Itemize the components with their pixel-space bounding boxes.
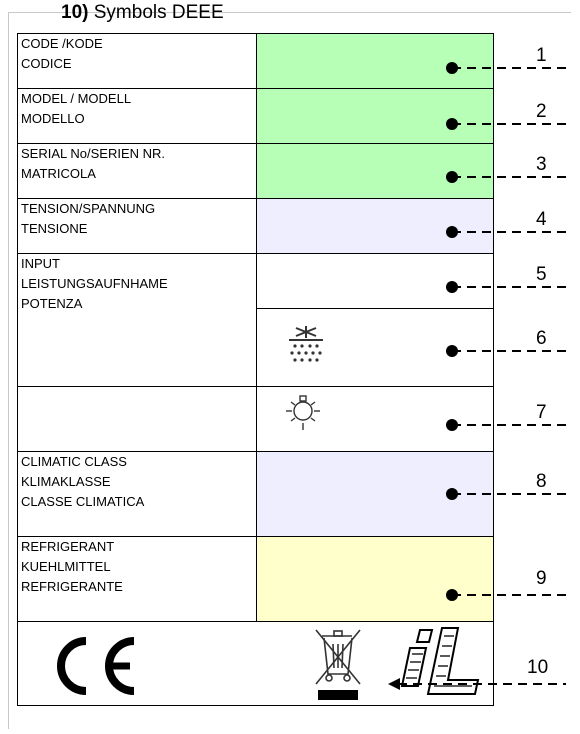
climatic-class-label: CLIMATIC CLASS KLIMAKLASSE CLASSE CLIMAT… (21, 454, 145, 509)
input-sub-divider (256, 308, 493, 309)
callout-number: 7 (536, 402, 547, 423)
row-divider (18, 386, 493, 387)
serial-value-cell (256, 144, 493, 198)
weee-crossed-bin-icon (315, 629, 361, 700)
ce-mark-icon (57, 637, 135, 695)
callout-number: 3 (536, 154, 547, 175)
section-number: 10) (61, 2, 89, 23)
model-label: MODEL / MODELL MODELLO (21, 91, 132, 126)
callout-number: 9 (536, 568, 547, 589)
section-heading: 10) Symbols DEEE (61, 3, 224, 22)
row-divider (18, 88, 493, 89)
callout-number: 4 (536, 209, 547, 230)
callout-number: 2 (536, 101, 547, 122)
callout-number: 8 (536, 471, 547, 492)
input-label: INPUT LEISTUNGSAUFNHAME POTENZA (21, 256, 168, 311)
code-label: CODE /KODE CODICE (21, 36, 103, 71)
voltage-value-cell (256, 199, 493, 253)
model-value-cell (256, 89, 493, 143)
callout-number: 10 (527, 657, 549, 678)
row-divider (18, 621, 493, 622)
callout-number: 1 (536, 45, 547, 66)
il-logo-icon (400, 627, 480, 695)
column-divider (256, 34, 257, 621)
section-title: Symbols DEEE (93, 2, 224, 23)
callout-number: 6 (536, 328, 547, 349)
row-divider (18, 253, 493, 254)
code-value-cell (256, 34, 493, 88)
refrigerant-value-cell (256, 537, 493, 621)
document-frame: 10) Symbols DEEE (8, 3, 571, 729)
refrigerant-label: REFRIGERANT KUEHLMITTEL REFRIGERANTE (21, 539, 123, 594)
defrost-heater-icon (289, 326, 323, 362)
row-divider (18, 143, 493, 144)
serial-label: SERIAL No/SERIEN NR. MATRICOLA (21, 146, 166, 181)
voltage-label: TENSION/SPANNUNG TENSIONE (21, 201, 156, 236)
callout-number: 5 (536, 264, 547, 285)
input-value-cell (256, 254, 493, 308)
lamp-icon (286, 395, 320, 430)
row-divider (18, 536, 493, 537)
row-divider (18, 451, 493, 452)
row-divider (18, 198, 493, 199)
